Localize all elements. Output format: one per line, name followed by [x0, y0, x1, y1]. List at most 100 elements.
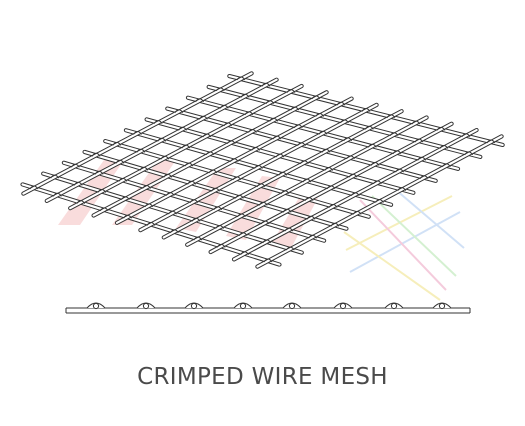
- profile-cross-wire-4: [288, 302, 296, 310]
- crimp-knuckle: [260, 220, 270, 225]
- crimp-knuckle: [202, 133, 212, 138]
- mesh-wire-cross-8-core: [209, 122, 453, 254]
- crimp-knuckle: [184, 162, 194, 167]
- crimp-knuckle: [142, 185, 151, 189]
- mesh-wire-cross-5-core: [139, 103, 378, 232]
- crimp-knuckle: [297, 142, 306, 146]
- crimp-knuckle: [123, 214, 133, 219]
- profile-cross-wire-2: [190, 302, 198, 310]
- mesh-wire-cross-2-core: [69, 84, 303, 210]
- crimp-knuckle: [139, 166, 149, 171]
- crimp-knuckle: [112, 141, 122, 146]
- crimp-knuckle: [76, 200, 86, 204]
- crimp-knuckle: [318, 130, 328, 135]
- crimp-knuckle: [326, 185, 336, 190]
- crimp-knuckle: [70, 163, 80, 168]
- crimp-knuckle: [464, 151, 474, 156]
- crimp-knuckle: [157, 137, 167, 142]
- crimp-knuckle: [91, 152, 101, 157]
- profile-cross-wire-5: [339, 302, 347, 310]
- crimp-knuckle: [321, 148, 331, 153]
- crimp-knuckle: [392, 150, 402, 155]
- crimp-knuckle: [238, 232, 248, 236]
- crimp-knuckle: [205, 151, 215, 156]
- profile-cross-wire-6: [390, 302, 398, 310]
- crimp-knuckle: [364, 125, 374, 130]
- crimp-knuckle: [236, 76, 246, 81]
- crimp-knuckle: [286, 89, 296, 93]
- crimp-knuckle: [386, 114, 396, 119]
- crimp-knuckle: [306, 215, 316, 220]
- crimp-knuckle: [168, 210, 177, 215]
- crimp-knuckle: [223, 122, 233, 127]
- crimp-knuckle: [261, 82, 271, 87]
- diagram-caption: CRIMPED WIRE MESH: [137, 364, 388, 390]
- crimp-knuckle: [120, 196, 130, 200]
- crimp-knuckle: [336, 101, 346, 106]
- crimp-knuckle: [265, 100, 275, 104]
- crimp-knuckle: [144, 203, 154, 208]
- crimp-knuckle: [346, 155, 355, 160]
- crimp-knuckle: [193, 236, 203, 241]
- crimp-knuckle: [397, 187, 407, 191]
- crimp-knuckle: [240, 251, 250, 255]
- crimp-knuckle: [324, 167, 334, 171]
- crimp-knuckle: [375, 199, 384, 203]
- crimp-knuckle: [73, 181, 83, 186]
- crimp-knuckle: [189, 199, 199, 203]
- watermark-color-arrows: [343, 189, 465, 301]
- crimp-knuckle: [436, 126, 446, 131]
- crimp-knuckle: [52, 192, 62, 197]
- crimp-knuckle: [352, 210, 362, 215]
- mesh-wire-cross-10-core: [256, 135, 503, 268]
- crimp-knuckle: [328, 204, 338, 208]
- profile-cross-wire-1: [142, 302, 150, 310]
- crimp-knuckle: [191, 217, 201, 222]
- profile-cross-wire-0: [92, 302, 100, 310]
- crimp-knuckle: [178, 126, 187, 131]
- crimp-knuckle: [350, 192, 360, 196]
- crimp-knuckle: [163, 173, 173, 178]
- mesh-wire-cross-7-core: [186, 116, 428, 246]
- crimp-knuckle: [370, 162, 380, 166]
- crimp-knuckle: [146, 222, 156, 226]
- crimp-knuckle: [213, 206, 223, 211]
- crimp-knuckle: [232, 176, 242, 181]
- mesh-wire-cross-9-core: [232, 128, 478, 261]
- crimp-knuckle: [284, 227, 294, 232]
- crimp-knuckle: [215, 87, 225, 92]
- crimp-knuckle: [411, 120, 421, 125]
- crimp-knuckle: [278, 171, 288, 176]
- crimp-knuckle: [254, 165, 263, 169]
- crimp-knuckle: [419, 175, 429, 179]
- crimp-knuckle: [275, 153, 285, 158]
- crimp-knuckle: [282, 208, 292, 213]
- profile-cross-wire-7: [438, 302, 446, 310]
- crimp-knuckle: [94, 170, 104, 175]
- crimp-knuckle: [330, 222, 340, 227]
- crimp-knuckle: [118, 177, 128, 182]
- crimp-knuckle: [299, 160, 309, 165]
- crimp-knuckle: [219, 104, 229, 109]
- crimp-knuckle: [269, 117, 279, 122]
- crimp-knuckle: [389, 132, 399, 136]
- crimp-knuckle: [439, 145, 449, 149]
- crimp-knuckle: [290, 106, 300, 111]
- crimp-knuckle: [417, 156, 427, 161]
- mesh-wire-cross-4-core: [115, 97, 353, 224]
- crimp-knuckle: [29, 185, 39, 190]
- crimp-knuckle: [181, 144, 191, 149]
- crimp-knuckle: [367, 143, 377, 148]
- crimp-knuckle: [343, 137, 353, 142]
- crimp-knuckle: [237, 213, 246, 218]
- crimp-knuckle: [361, 108, 371, 112]
- crimp-knuckle: [99, 207, 109, 212]
- crimp-knuckle: [248, 129, 257, 133]
- crimp-knuckle: [97, 189, 107, 193]
- crimp-knuckle: [340, 119, 349, 124]
- crimp-knuckle: [115, 159, 125, 164]
- crimp-knuckle: [308, 234, 318, 239]
- crimp-knuckle: [195, 98, 205, 103]
- mesh-wire-cross-6-core: [162, 110, 403, 239]
